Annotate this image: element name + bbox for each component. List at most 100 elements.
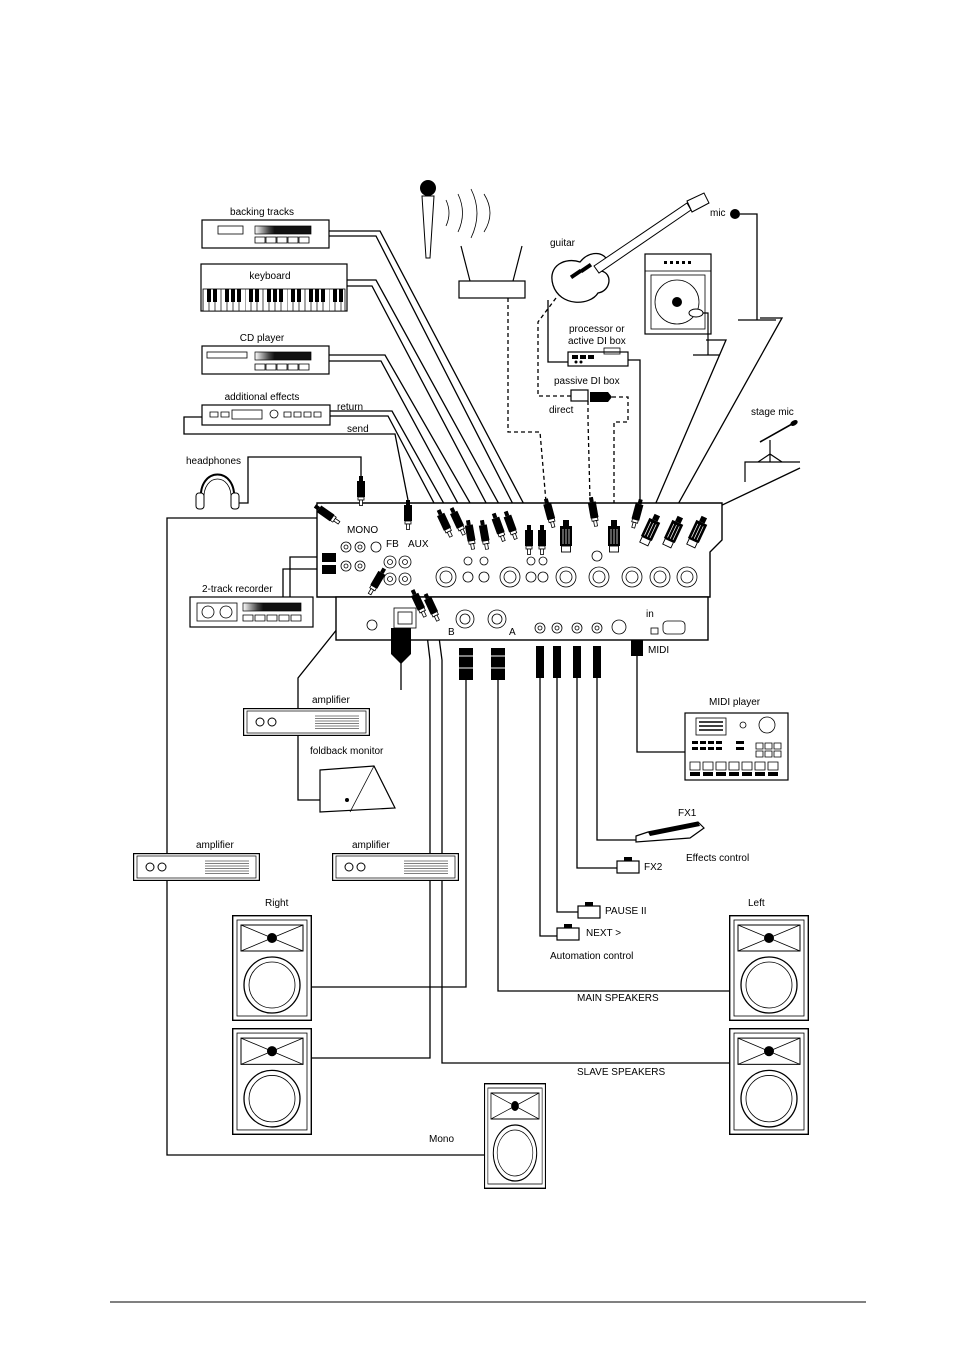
cable-main-left — [497, 680, 729, 992]
fx1-pedal: FX1 — [635, 808, 705, 843]
fx1-label: FX1 — [678, 808, 697, 819]
fx1-plug — [593, 646, 601, 678]
pause-plug — [553, 646, 561, 678]
foldback-monitor: foldback monitor — [310, 746, 396, 813]
processor-label-1: processor or — [569, 324, 625, 335]
guitar-label: guitar — [550, 238, 576, 249]
midi-in-label: in — [646, 609, 654, 620]
backing-tracks-label: backing tracks — [230, 207, 294, 218]
cable-direct — [587, 401, 591, 501]
cable-midi — [636, 655, 685, 753]
stand-mic: mic — [710, 208, 776, 321]
next-plug — [536, 646, 544, 678]
output-a-label: A — [509, 627, 516, 638]
aux-label: AUX — [408, 539, 429, 550]
left-main-speaker: Left — [729, 898, 809, 1021]
next-footswitch: NEXT > — [556, 924, 621, 941]
direct-label: direct — [549, 405, 574, 416]
output-a-plug — [491, 648, 505, 680]
cable-headphones — [234, 456, 362, 504]
return-label: return — [337, 402, 363, 413]
guitar-amp — [644, 253, 712, 335]
midi-label: MIDI — [648, 645, 669, 656]
serial-port — [662, 620, 686, 635]
fx2-footswitch: FX2 — [616, 857, 663, 874]
mic-label: mic — [710, 208, 726, 219]
main-amplifier-left: amplifier — [133, 840, 260, 881]
cable-backing-tracks-r — [329, 235, 518, 513]
cable-passive-di-out — [612, 396, 629, 505]
fx2-label: FX2 — [644, 862, 663, 873]
mixer-upper-panel — [316, 502, 723, 598]
cable-keyboard-l — [347, 279, 506, 516]
fb-aux-sockets — [383, 555, 412, 586]
effects-control-label: Effects control — [686, 853, 749, 864]
two-track-recorder: 2-track recorder — [189, 584, 314, 628]
power-plug — [391, 628, 411, 664]
output-b-socket — [455, 609, 475, 629]
cd-player-unit: CD player — [201, 333, 330, 375]
foldback-amplifier: amplifier — [243, 695, 370, 736]
cable-next — [539, 678, 557, 937]
cable-backing-tracks-l — [329, 230, 528, 511]
cable-processor-mixer — [628, 359, 641, 500]
cable-pause — [556, 678, 578, 913]
headphones-label: headphones — [186, 456, 241, 467]
two-track-recorder-label: 2-track recorder — [202, 584, 273, 595]
output-b-plug — [459, 648, 473, 680]
pause-label: PAUSE II — [605, 906, 647, 917]
cable-fx2 — [576, 678, 617, 869]
amp-mic — [688, 308, 720, 356]
output-a-socket — [487, 609, 507, 629]
send-label: send — [347, 424, 369, 435]
passive-di-label: passive DI box — [554, 376, 620, 387]
foldback-amplifier-label: amplifier — [312, 695, 350, 706]
foldback-monitor-label: foldback monitor — [310, 746, 384, 757]
cd-player-label: CD player — [240, 333, 285, 344]
right-slave-speaker — [232, 1028, 312, 1135]
two-track-plug-r — [322, 565, 336, 574]
channel-sockets — [435, 550, 698, 588]
ground-screw — [366, 619, 378, 631]
output-b-label: B — [448, 627, 455, 638]
cable-cd-l — [329, 354, 482, 523]
automation-control-label: Automation control — [550, 951, 633, 962]
midi-player-label: MIDI player — [709, 697, 761, 708]
cable-keyboard-r — [347, 285, 495, 519]
cable-guitar-passive-di — [537, 297, 571, 397]
cable-wireless-receiver — [507, 298, 547, 503]
keyboard-unit: keyboard — [200, 263, 348, 312]
fx2-plug — [573, 646, 581, 678]
mixer: MONO FB AUX B A in MIDI — [316, 502, 723, 656]
passive-di-box: passive DI box — [554, 376, 620, 402]
additional-effects-label: additional effects — [225, 392, 300, 403]
control-sockets — [534, 622, 603, 634]
cable-effects-send — [183, 416, 409, 501]
main-amplifier-right-label: amplifier — [352, 840, 390, 851]
cable-stand-mic — [671, 317, 784, 516]
backing-tracks-unit: backing tracks — [201, 207, 330, 249]
keyboard-label: keyboard — [249, 271, 290, 282]
cable-slave-right — [312, 617, 431, 1059]
fb-label: FB — [386, 539, 399, 550]
headphone-plug — [356, 476, 366, 506]
handheld-mic — [420, 180, 491, 259]
cable-guitar-processor — [547, 300, 568, 363]
pause-footswitch: PAUSE II — [577, 902, 647, 919]
left-speaker-label: Left — [748, 898, 765, 909]
processor-box: processor or active DI box — [567, 324, 629, 367]
cable-cd-r — [329, 360, 469, 523]
next-label: NEXT > — [586, 928, 621, 939]
main-amplifier-right: amplifier — [332, 840, 459, 881]
headphones: headphones — [186, 456, 241, 510]
plugs — [312, 476, 711, 680]
cable-effects-return-r — [330, 415, 444, 521]
midi-player: MIDI player — [684, 697, 789, 781]
cable-amp-mic — [651, 339, 727, 513]
processor-label-2: active DI box — [568, 336, 626, 347]
cable-effects-return-l — [330, 410, 453, 519]
mono-speaker-label: Mono — [429, 1134, 454, 1145]
mono-sockets — [340, 541, 382, 572]
left-slave-speaker — [729, 1028, 809, 1135]
